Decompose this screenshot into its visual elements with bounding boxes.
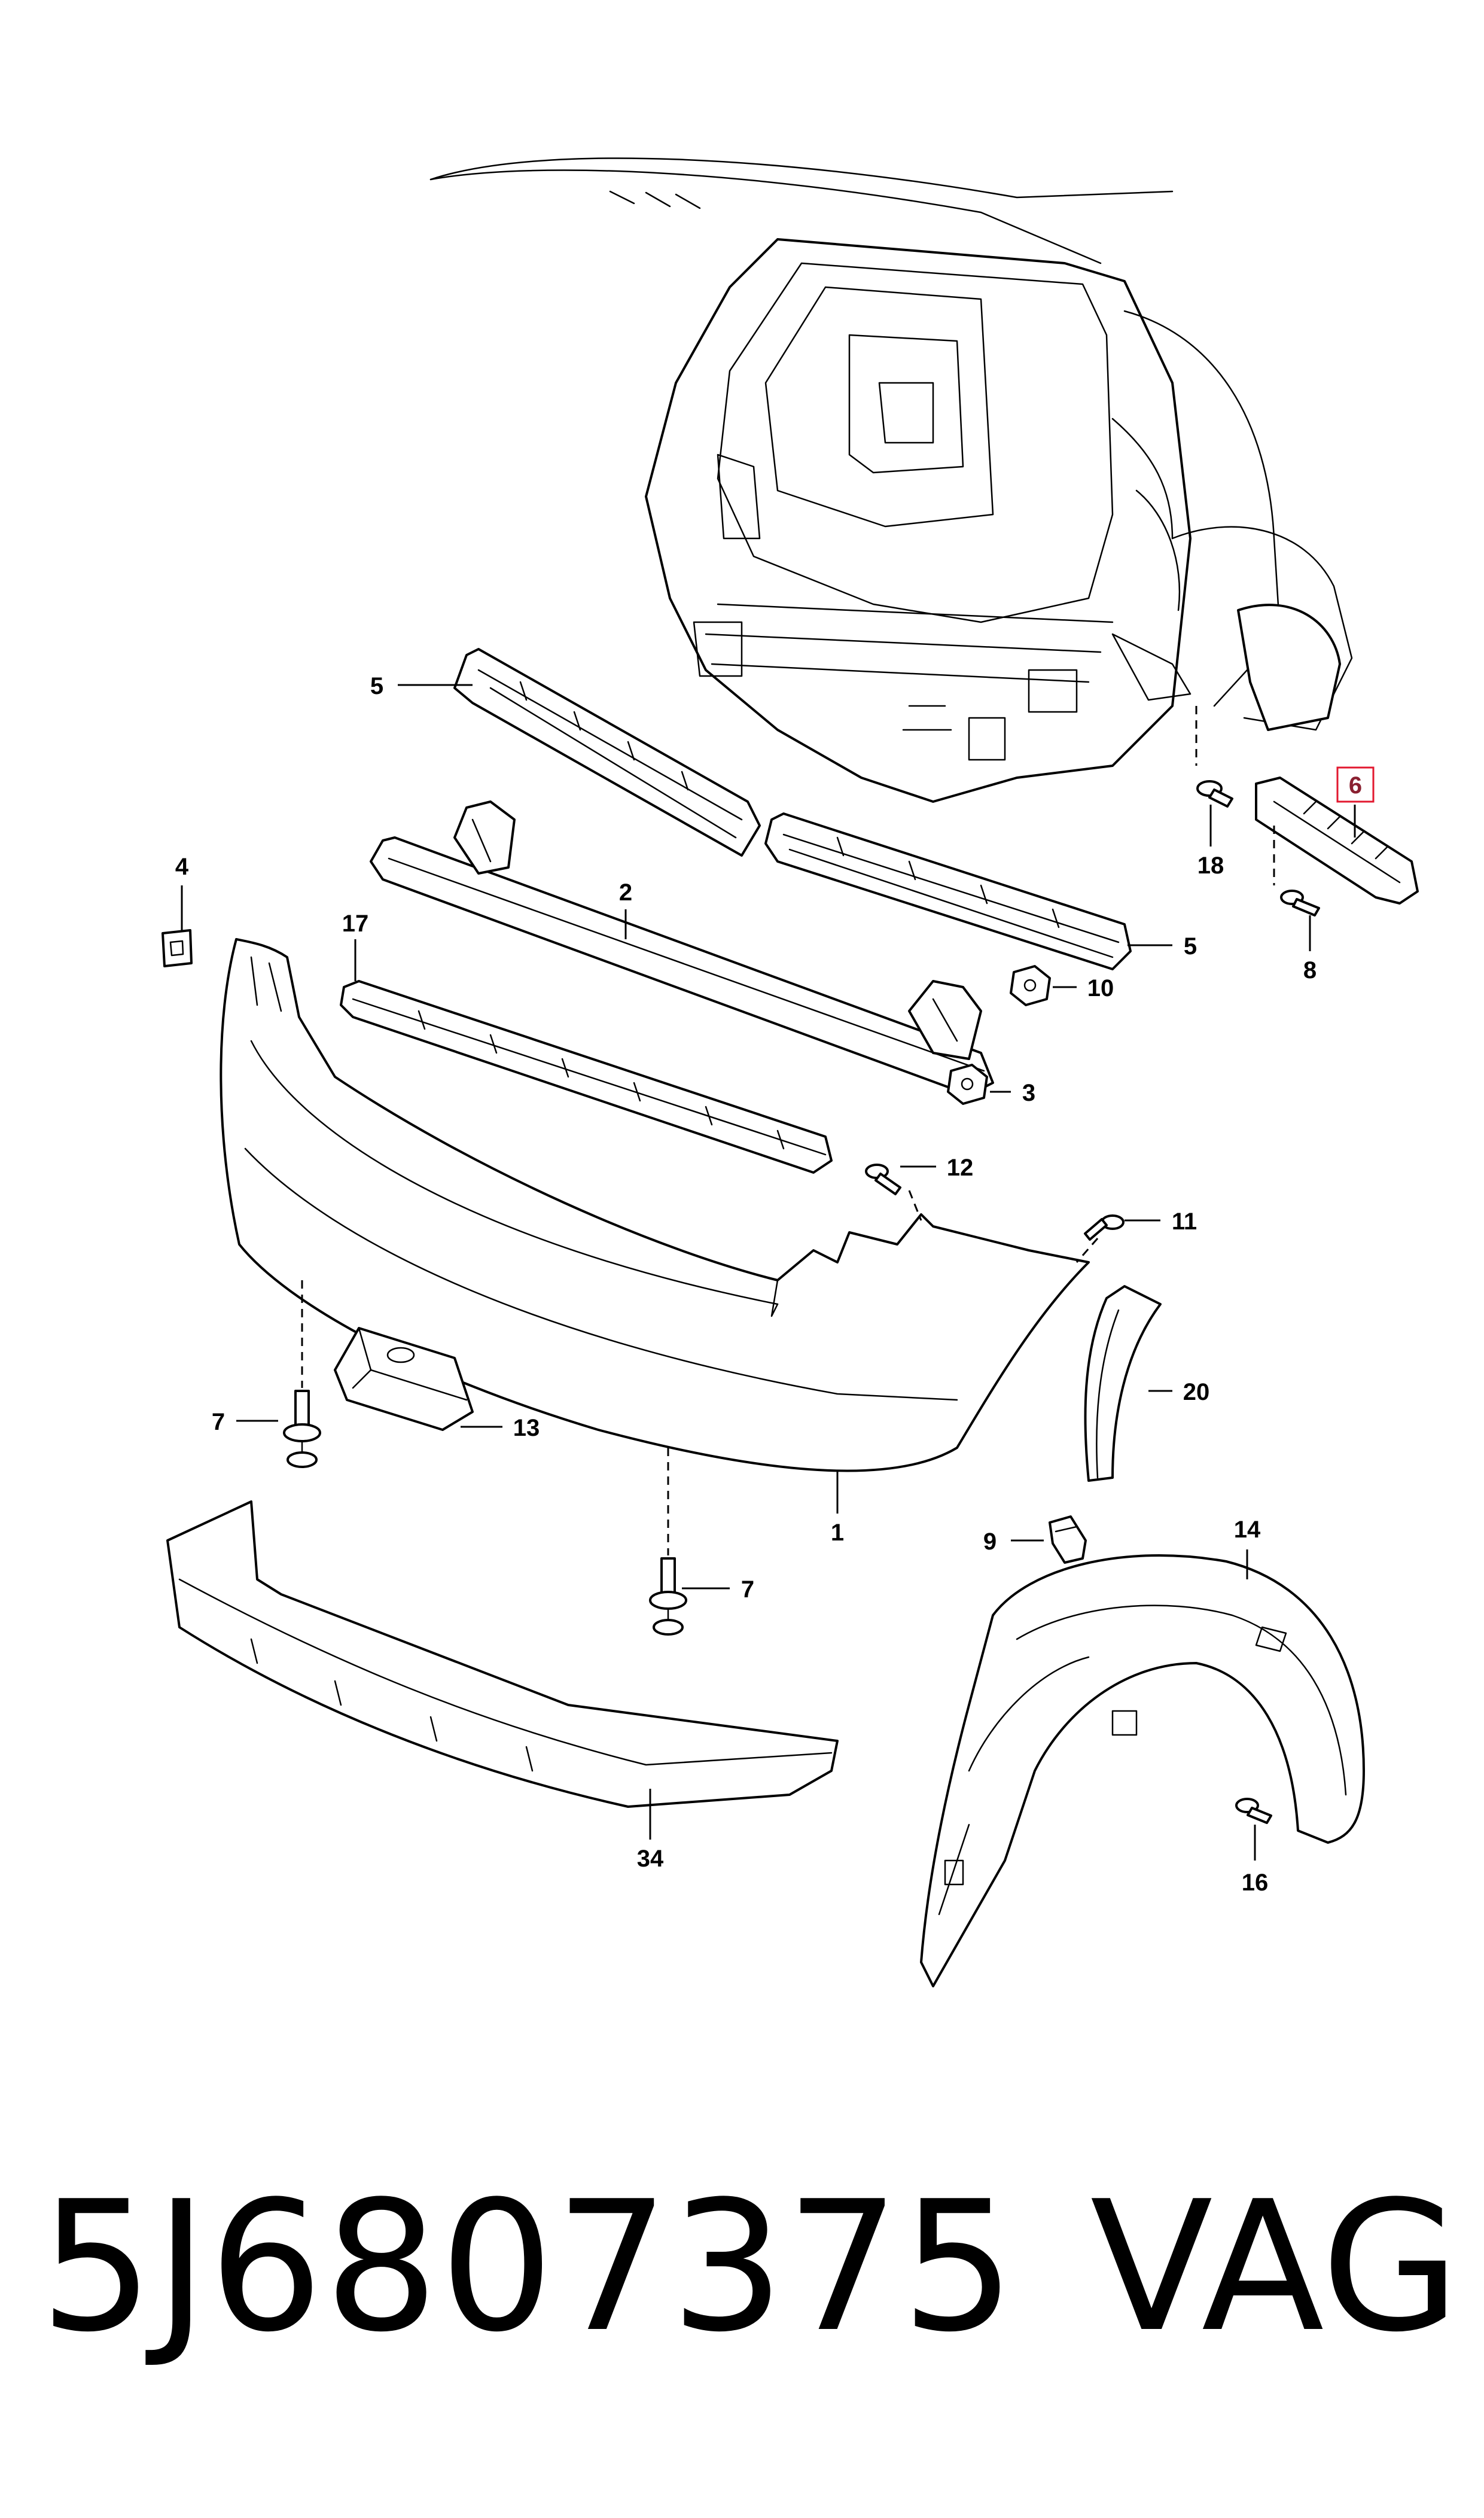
- callout-17: 17: [342, 911, 369, 937]
- part-8-screw: [1280, 890, 1320, 917]
- callout-5a: 5: [370, 673, 383, 699]
- callout-16: 16: [1242, 1870, 1269, 1896]
- part-7-left-rivet: [283, 1390, 321, 1468]
- callout-10: 10: [1087, 975, 1114, 1001]
- callout-2: 2: [619, 879, 632, 906]
- vehicle-rear-body: [429, 157, 1353, 803]
- callout-7b: 7: [741, 1576, 754, 1603]
- part-11-screw: [1084, 1214, 1125, 1241]
- callout-9: 9: [983, 1529, 997, 1555]
- callout-34: 34: [637, 1846, 664, 1872]
- part-5-right-bracket: [764, 812, 1132, 970]
- leader-lines: [181, 684, 1356, 1861]
- part-14-wheel-liner: [920, 1554, 1365, 1987]
- part-7-center-rivet: [649, 1557, 687, 1636]
- part-20-trim-strip: [1084, 1285, 1162, 1482]
- part-18-bolt: [1196, 780, 1233, 808]
- callout-1: 1: [831, 1520, 844, 1546]
- callout-5b: 5: [1184, 933, 1197, 960]
- part-10-nut: [1010, 965, 1051, 1006]
- callout-3: 3: [1022, 1080, 1035, 1106]
- callout-18: 18: [1197, 852, 1224, 879]
- callout-12: 12: [947, 1155, 974, 1181]
- part-13-bracket: [334, 1327, 474, 1431]
- callout-14: 14: [1234, 1517, 1261, 1543]
- highlight-box: [1336, 766, 1375, 803]
- callout-13: 13: [513, 1415, 540, 1441]
- exploded-parts-diagram: 5 2 17 4 5 10 3 12 11 20 7 13 7 1 9 14 1…: [161, 157, 1419, 1987]
- callout-11: 11: [1172, 1208, 1197, 1235]
- part-number: 5J6807375: [39, 2163, 1017, 2371]
- callout-8: 8: [1303, 957, 1317, 984]
- part-17-guide-bracket: [340, 980, 833, 1174]
- part-16-screw: [1235, 1798, 1272, 1824]
- part-34-diffuser: [166, 1500, 839, 1808]
- part-5-left-bracket: [453, 648, 761, 857]
- callout-6-highlighted: 6: [1349, 772, 1362, 799]
- part-12-screw: [865, 1164, 901, 1195]
- callout-4: 4: [175, 854, 189, 880]
- part-1-bumper-cover: [220, 938, 1090, 1472]
- part-9-plug: [1049, 1515, 1087, 1564]
- part-2-impact-beam: [370, 800, 994, 1096]
- callout-20: 20: [1183, 1379, 1210, 1405]
- callout-labels: 5 2 17 4 5 10 3 12 11 20 7 13 7 1 9 14 1…: [175, 673, 1362, 1896]
- part-3-nut: [947, 1064, 988, 1105]
- part-6-side-bracket: [1255, 777, 1419, 905]
- callout-7a: 7: [212, 1409, 225, 1435]
- part-4-clip: [161, 929, 193, 967]
- alignment-lines: [301, 826, 1275, 1555]
- brand-name: VAG: [1090, 2163, 1460, 2371]
